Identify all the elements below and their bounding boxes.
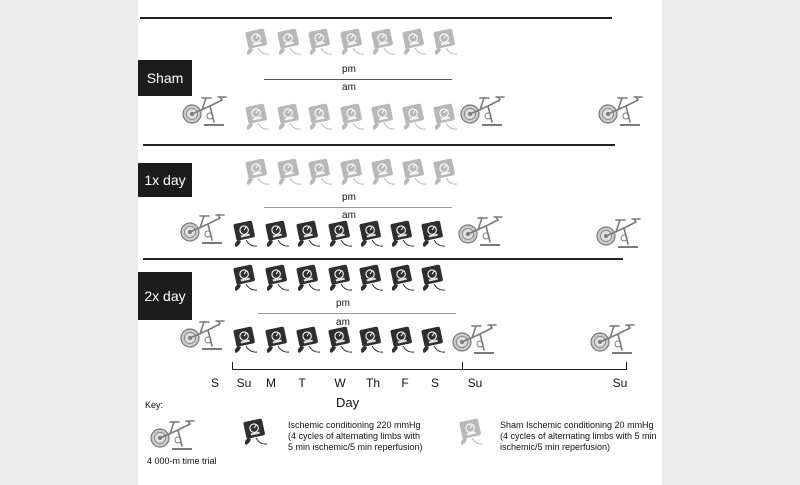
bike-icon xyxy=(598,96,643,126)
ischemic-cuff-icon xyxy=(390,264,415,291)
sham-cuff-icon xyxy=(245,103,270,130)
ischemic-cuff-icon xyxy=(233,264,258,291)
key-sham-line3: ischemic/5 min reperfusion) xyxy=(500,442,611,452)
ischemic-cuff-icon xyxy=(421,220,446,247)
ischemic-cuff-icon xyxy=(390,220,415,247)
sham-cuff-icon xyxy=(245,28,270,55)
timeline-tick-right xyxy=(626,362,627,370)
sham-cuff-icon xyxy=(371,103,396,130)
sham-cuff-icon xyxy=(433,158,458,185)
ischemic-cuff-icon xyxy=(296,220,321,247)
sham-cuff-icon xyxy=(340,28,365,55)
group-label-2x-day: 2x day xyxy=(138,272,192,320)
sham-cuff-icon xyxy=(402,103,427,130)
ischemic-cuff-icon xyxy=(265,220,290,247)
bike-icon xyxy=(182,96,227,126)
day-label: F xyxy=(401,376,409,390)
bike-icon xyxy=(180,320,225,350)
timeline-tick-left xyxy=(232,362,233,370)
sham-cuff-icon xyxy=(433,28,458,55)
ischemic-cuff-icon xyxy=(421,264,446,291)
group-label-1x-day: 1x day xyxy=(138,163,192,197)
ischemic-cuff-icon xyxy=(233,220,258,247)
divider-rule-2 xyxy=(143,258,623,260)
ischemic-cuff-icon xyxy=(296,326,321,353)
sham-cuff-icon xyxy=(402,158,427,185)
am-label-2x: am xyxy=(336,317,350,328)
pm-label-sham: pm xyxy=(342,64,356,75)
sham-cuff-icon xyxy=(277,158,302,185)
pm-am-line-sham xyxy=(264,79,452,80)
bike-icon xyxy=(180,214,225,244)
timeline-line xyxy=(232,369,627,370)
timeline-tick-mid xyxy=(462,362,463,370)
sham-cuff-icon xyxy=(308,28,333,55)
figure-panel xyxy=(138,0,662,485)
sham-cuff-icon xyxy=(371,158,396,185)
group-label-sham: Sham xyxy=(138,60,192,96)
pm-am-line-2x xyxy=(258,313,456,314)
pm-label-1x: pm xyxy=(342,192,356,203)
bike-icon xyxy=(458,216,503,246)
pm-am-line-1x xyxy=(264,207,452,208)
top-rule xyxy=(140,17,612,19)
sham-cuff-icon xyxy=(245,158,270,185)
sham-cuff-icon xyxy=(277,28,302,55)
sham-cuff-icon xyxy=(371,28,396,55)
am-label-sham: am xyxy=(342,82,356,93)
ischemic-cuff-icon xyxy=(359,264,384,291)
sham-cuff-icon xyxy=(433,103,458,130)
day-label: Su xyxy=(612,376,628,390)
sham-cuff-icon xyxy=(340,103,365,130)
ischemic-cuff-icon xyxy=(390,326,415,353)
ischemic-cuff-icon xyxy=(265,264,290,291)
ischemic-cuff-icon xyxy=(265,326,290,353)
bike-icon xyxy=(150,420,195,450)
sham-cuff-icon xyxy=(340,158,365,185)
key-title: Key: xyxy=(145,400,164,410)
key-ic-line3: 5 min ischemic/5 min reperfusion) xyxy=(288,442,423,452)
ischemic-cuff-icon xyxy=(233,326,258,353)
bike-icon xyxy=(590,324,635,354)
sham-cuff-icon xyxy=(277,103,302,130)
pm-label-2x: pm xyxy=(336,298,350,309)
ischemic-cuff-icon xyxy=(359,220,384,247)
key-sham-line1: Sham Ischemic conditioning 20 mmHg xyxy=(500,420,654,430)
day-label: M xyxy=(266,376,276,390)
day-label: Su xyxy=(236,376,252,390)
bike-icon xyxy=(452,324,497,354)
ischemic-cuff-icon xyxy=(421,326,446,353)
day-label: S xyxy=(210,376,219,390)
day-label: W xyxy=(334,376,346,390)
sham-cuff-icon xyxy=(308,158,333,185)
ischemic-cuff-icon xyxy=(359,326,384,353)
day-label: Su xyxy=(467,376,483,390)
day-label: Th xyxy=(365,376,380,390)
day-axis-title: Day xyxy=(336,395,360,410)
sham-cuff-icon xyxy=(402,28,427,55)
bike-icon xyxy=(460,96,505,126)
key-sham-line2: (4 cycles of alternating limbs with 5 mi… xyxy=(500,431,657,441)
divider-rule-1 xyxy=(143,144,615,146)
ischemic-cuff-icon xyxy=(243,418,268,445)
day-label: S xyxy=(430,376,439,390)
ischemic-cuff-icon xyxy=(328,264,353,291)
key-trial-label: 4 000-m time trial xyxy=(147,456,217,466)
bike-icon xyxy=(596,218,641,248)
sham-cuff-icon xyxy=(308,103,333,130)
ischemic-cuff-icon xyxy=(328,220,353,247)
key-ic-line2: (4 cycles of alternating limbs with xyxy=(288,431,421,441)
sham-cuff-icon xyxy=(459,418,484,445)
day-label: T xyxy=(298,376,306,390)
ischemic-cuff-icon xyxy=(328,326,353,353)
ischemic-cuff-icon xyxy=(296,264,321,291)
key-ic-line1: Ischemic conditioning 220 mmHg xyxy=(288,420,421,430)
am-label-1x: am xyxy=(342,210,356,221)
